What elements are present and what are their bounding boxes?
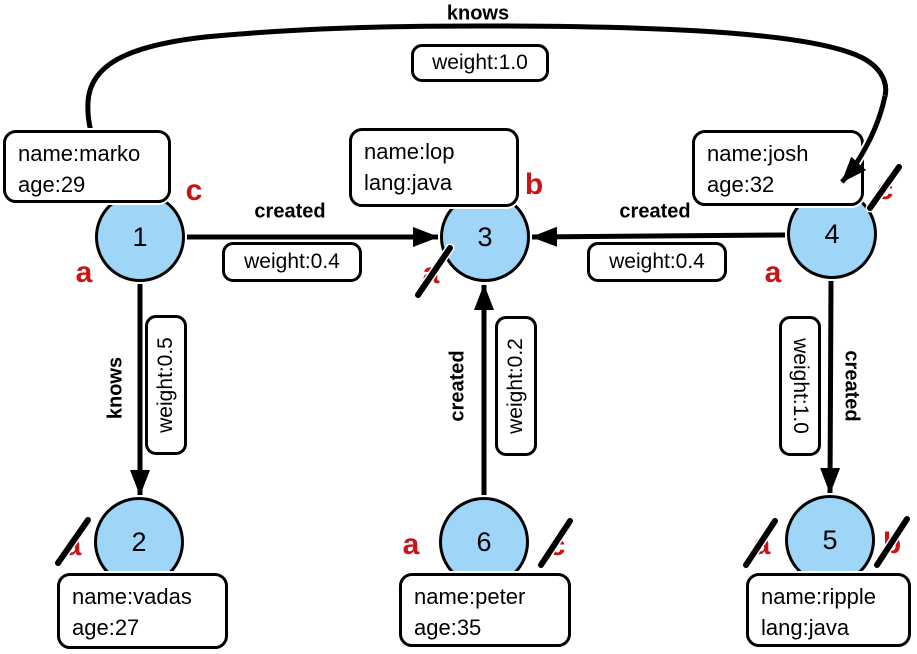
- vertex-2-id: 2: [131, 526, 147, 557]
- vertex-6: 6: [439, 497, 529, 587]
- edge-label-created-6-3: created: [446, 350, 469, 422]
- mark-a-vertex-1: a: [75, 256, 93, 289]
- mark-c-vertex-1: c: [185, 174, 203, 207]
- vertex-1: 1: [95, 192, 185, 282]
- weight-badge-created-4-5: weight:1.0: [779, 316, 821, 456]
- mark-b-vertex-5-slashed: b: [882, 527, 902, 560]
- edge-label-created-4-3: created: [619, 200, 691, 223]
- vertex-3-id: 3: [477, 221, 493, 252]
- mark-c-vertex-4-slashed: c: [876, 173, 894, 206]
- edge-label-created-4-5: created: [840, 350, 863, 422]
- weight-badge-created-1-3: weight:0.4: [222, 242, 362, 282]
- mark-c-vertex-6-slashed: c: [548, 529, 566, 562]
- property-line: lang:java: [761, 615, 850, 640]
- property-line: name:ripple: [761, 584, 876, 609]
- mark-b-vertex-3: b: [524, 168, 544, 201]
- properties-vertex-6: name:peter age:35: [399, 573, 571, 647]
- weight-badge-created-4-3: weight:0.4: [587, 242, 727, 282]
- weight-badge-knows-1-2: weight:0.5: [145, 315, 187, 455]
- edge-created-4-5: [820, 280, 841, 494]
- property-line: age:32: [707, 172, 775, 197]
- vertex-2: 2: [94, 497, 184, 587]
- property-line: age:35: [414, 615, 482, 640]
- properties-vertex-2: name:vadas age:27: [57, 573, 228, 649]
- vertex-4-id: 4: [824, 218, 840, 249]
- vertex-6-id: 6: [476, 526, 492, 557]
- properties-vertex-1: name:marko age:29: [3, 130, 171, 203]
- vertex-5-id: 5: [822, 524, 838, 555]
- properties-vertex-3: name:lop lang:java: [349, 128, 519, 207]
- weight-badge-created-6-3: weight:0.2: [495, 316, 537, 456]
- property-line: lang:java: [364, 170, 453, 195]
- mark-a-vertex-3-slashed: a: [422, 257, 440, 290]
- property-line: age:27: [72, 615, 140, 640]
- property-line: name:vadas: [72, 584, 192, 609]
- edge-label-knows-1-4: knows: [446, 2, 510, 25]
- mark-a-vertex-2-slashed: a: [64, 529, 82, 562]
- mark-a-vertex-4: a: [764, 256, 782, 289]
- property-line: name:josh: [707, 141, 809, 166]
- property-line: age:29: [18, 172, 86, 197]
- mark-a-vertex-5-slashed: a: [753, 528, 771, 561]
- property-line: name:marko: [18, 141, 141, 166]
- property-line: name:peter: [414, 584, 526, 609]
- edge-created-4-3: [531, 226, 786, 247]
- weight-badge-knows-1-4: weight:1.0: [411, 44, 549, 82]
- vertex-1-id: 1: [132, 221, 148, 252]
- mark-a-vertex-6: a: [402, 528, 420, 561]
- edge-label-knows-1-2: knows: [104, 356, 127, 420]
- property-line: name:lop: [364, 139, 455, 164]
- properties-vertex-4: name:josh age:32: [692, 130, 864, 206]
- properties-vertex-5: name:ripple lang:java: [746, 573, 911, 647]
- edge-label-created-1-3: created: [254, 200, 326, 223]
- vertex-5: 5: [785, 495, 875, 585]
